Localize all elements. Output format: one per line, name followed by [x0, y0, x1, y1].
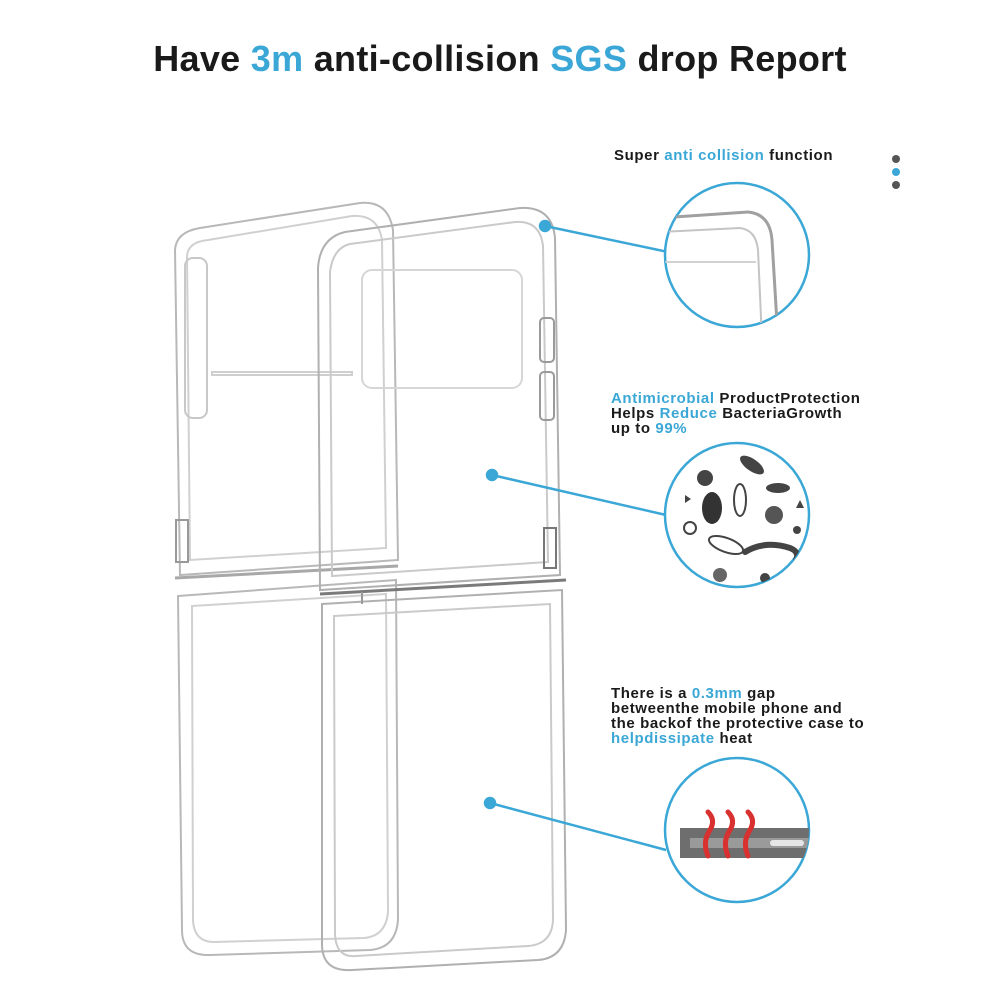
title-text: anti-collision: [303, 38, 551, 79]
phone-case-icon: [316, 206, 568, 972]
title-text: drop Report: [627, 38, 847, 79]
feature-text: There is a: [611, 685, 692, 702]
feature-heat-gap: There is a 0.3mm gap betweenthe mobile p…: [611, 686, 864, 746]
bacteria-icon: [663, 441, 811, 589]
title-text: Have: [153, 38, 251, 79]
indicator-dot[interactable]: [892, 181, 900, 189]
feature-highlight: Antimicrobial: [611, 390, 715, 407]
feature-text: gap: [742, 685, 776, 702]
title-highlight-sgs: SGS: [550, 38, 628, 79]
feature-highlight: 99%: [655, 420, 688, 437]
carousel-indicator[interactable]: [892, 155, 902, 194]
page-title: Have 3m anti-collision SGS drop Report: [0, 38, 1000, 80]
feature-highlight: helpdissipate: [611, 730, 715, 747]
feature-text: Helps: [611, 405, 660, 422]
magnifier-circle-icon: [663, 181, 811, 329]
feature-highlight: 0.3mm: [691, 685, 743, 702]
feature-text: up to: [611, 420, 656, 437]
indicator-dot[interactable]: [892, 155, 900, 163]
feature-text: betweenthe mobile phone and: [611, 700, 843, 717]
feature-anti-collision: Super anti collision function: [614, 148, 833, 163]
drop-case-icon: [173, 201, 400, 957]
feature-text: heat: [714, 730, 753, 747]
feature-text: Super: [614, 147, 665, 164]
feature-text: the backof the protective case to: [611, 715, 865, 732]
heat-gap-icon: [663, 756, 811, 904]
title-highlight-3m: 3m: [250, 38, 304, 79]
feature-text: ProductProtection: [714, 390, 861, 407]
feature-highlight: anti collision: [664, 147, 765, 164]
indicator-dot-active[interactable]: [892, 168, 900, 176]
feature-antimicrobial: Antimicrobial ProductProtection Helps Re…: [611, 391, 860, 436]
feature-text: function: [764, 147, 834, 164]
feature-text: BacteriaGrowth: [717, 405, 843, 422]
feature-highlight: Reduce: [659, 405, 718, 422]
